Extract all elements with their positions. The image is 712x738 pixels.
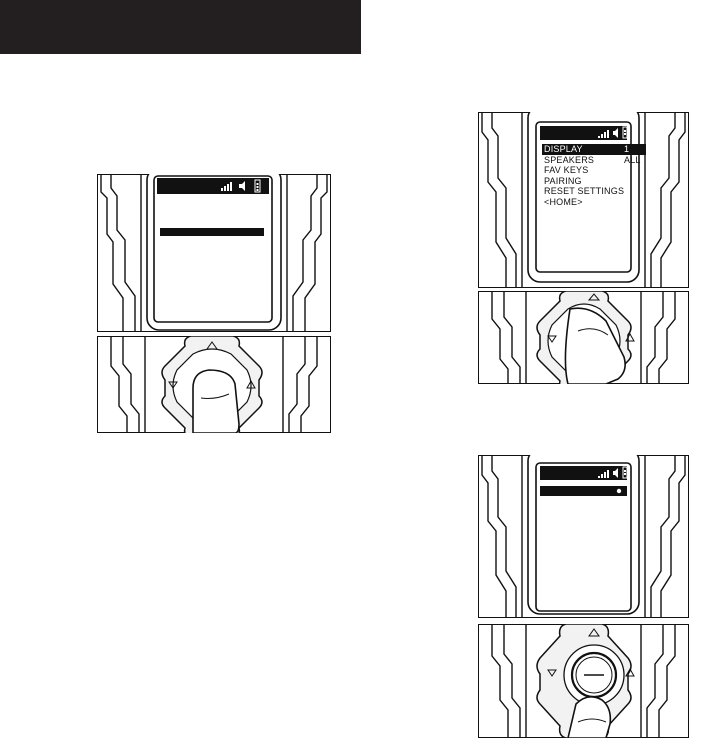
menu-item-display[interactable]: DISPLAY 1 (542, 144, 646, 155)
menu-item-speakers[interactable]: SPEAKERS ALL (542, 155, 646, 166)
menu-item-label: RESET SETTINGS (544, 186, 624, 196)
figure-a-device-screen (97, 174, 331, 332)
finger-icon (193, 370, 239, 433)
selected-menu-row (160, 228, 264, 236)
menu-item-label: DISPLAY (544, 144, 583, 154)
section-header-bar (0, 0, 361, 54)
settings-menu: DISPLAY 1 SPEAKERS ALL FAV KEYS PAIRING RE… (542, 144, 646, 207)
menu-item-value: ALL (624, 155, 641, 166)
menu-item-label: PAIRING (544, 176, 582, 186)
dot-icon (617, 489, 621, 493)
selected-menu-row (540, 486, 627, 496)
menu-item-value: 1 (624, 144, 629, 155)
figure-c-select-press (478, 624, 689, 738)
figure-a-dpad-press (97, 336, 331, 433)
figure-b-device-screen: DISPLAY 1 SPEAKERS ALL FAV KEYS PAIRING RE… (478, 112, 689, 288)
menu-item-label: <HOME> (544, 197, 583, 207)
lcd-screen (154, 176, 272, 322)
menu-item-label: SPEAKERS (544, 155, 594, 165)
figure-b-dpad-press (478, 291, 689, 384)
menu-item-reset-settings[interactable]: RESET SETTINGS (542, 186, 646, 197)
menu-item-fav-keys[interactable]: FAV KEYS (542, 165, 646, 176)
menu-item-home[interactable]: <HOME> (542, 197, 646, 208)
menu-item-label: FAV KEYS (544, 165, 588, 175)
menu-item-pairing[interactable]: PAIRING (542, 176, 646, 187)
figure-c-device-screen (478, 455, 689, 618)
lcd-screen (536, 463, 631, 611)
